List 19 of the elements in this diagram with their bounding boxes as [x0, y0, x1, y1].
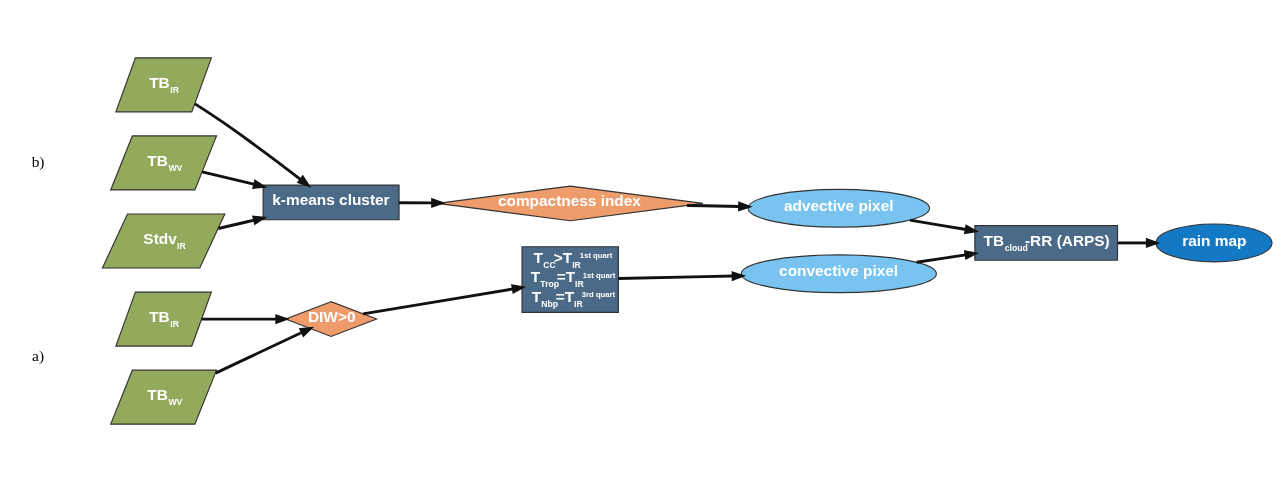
arrow [215, 326, 315, 375]
label: b) [31, 152, 45, 170]
arrow [201, 170, 268, 190]
arrow [1118, 237, 1161, 248]
arrow [194, 102, 312, 188]
arrow [618, 271, 747, 282]
node-box: TB$_{cloud}$-RR (ARPS) [974, 225, 1119, 261]
node-ellipse: convective pixel [740, 254, 937, 294]
arrow [916, 250, 979, 264]
arrow [399, 197, 446, 208]
arrow [909, 218, 980, 235]
node-box: k-means cluster [262, 184, 400, 221]
arrow [201, 314, 290, 325]
arrow [218, 215, 268, 230]
arrow [686, 201, 753, 212]
label: a) [32, 347, 45, 365]
node-ellipse: rain map [1155, 223, 1273, 263]
node-ellipse: advective pixel [747, 188, 931, 228]
arrow [362, 284, 527, 316]
